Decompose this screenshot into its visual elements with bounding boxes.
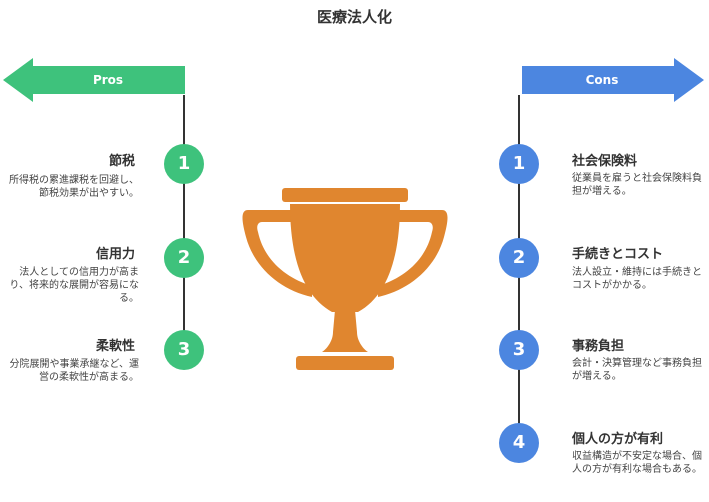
pros-arrow: Pros [3, 58, 187, 102]
pros-heading-2: 信用力 [95, 247, 135, 262]
cons-label: Cons [585, 73, 619, 87]
pros-number-2: 2 [164, 238, 204, 278]
cons-number-4: 4 [499, 423, 539, 463]
cons-desc-1: 従業員を雇うと社会保険料負担が増える。 [572, 173, 702, 197]
pros-number-3: 3 [164, 330, 204, 370]
cons-heading-3: 事務負担 [572, 339, 625, 354]
cons-desc-4: 収益構造が不安定な場合、個人の方が有利な場合もある。 [572, 451, 702, 475]
pros-timeline [183, 95, 185, 350]
pros-number-1: 1 [164, 144, 204, 184]
pros-heading-1: 節税 [108, 154, 135, 169]
pros-heading-3: 柔軟性 [95, 339, 135, 354]
pros-desc-2: 法人としての信用力が高まり、将来的な展開が容易になる。 [9, 267, 139, 304]
right-arrow-icon [522, 58, 704, 102]
cons-heading-1: 社会保険料 [572, 154, 638, 169]
trophy-icon [242, 188, 448, 370]
cons-heading-2: 手続きとコスト [572, 247, 664, 262]
pros-desc-3: 分院展開や事業承継など、運営の柔軟性が高まる。 [9, 359, 140, 383]
page-title: 医療法人化 [316, 8, 392, 26]
cons-arrow: Cons [522, 58, 706, 102]
cons-heading-4: 個人の方が有利 [572, 432, 664, 447]
pros-desc-1: 所得税の累進課税を回避し、節税効果が出やすい。 [9, 175, 139, 199]
cons-number-1: 1 [499, 144, 539, 184]
cons-number-3: 3 [499, 330, 539, 370]
left-arrow-icon [3, 58, 185, 102]
cons-number-2: 2 [499, 238, 539, 278]
cons-desc-2: 法人設立・維持には手続きとコストがかかる。 [572, 267, 702, 291]
pros-label: Pros [92, 73, 124, 87]
cons-desc-3: 会計・決算管理など事務負担が増える。 [572, 358, 702, 382]
